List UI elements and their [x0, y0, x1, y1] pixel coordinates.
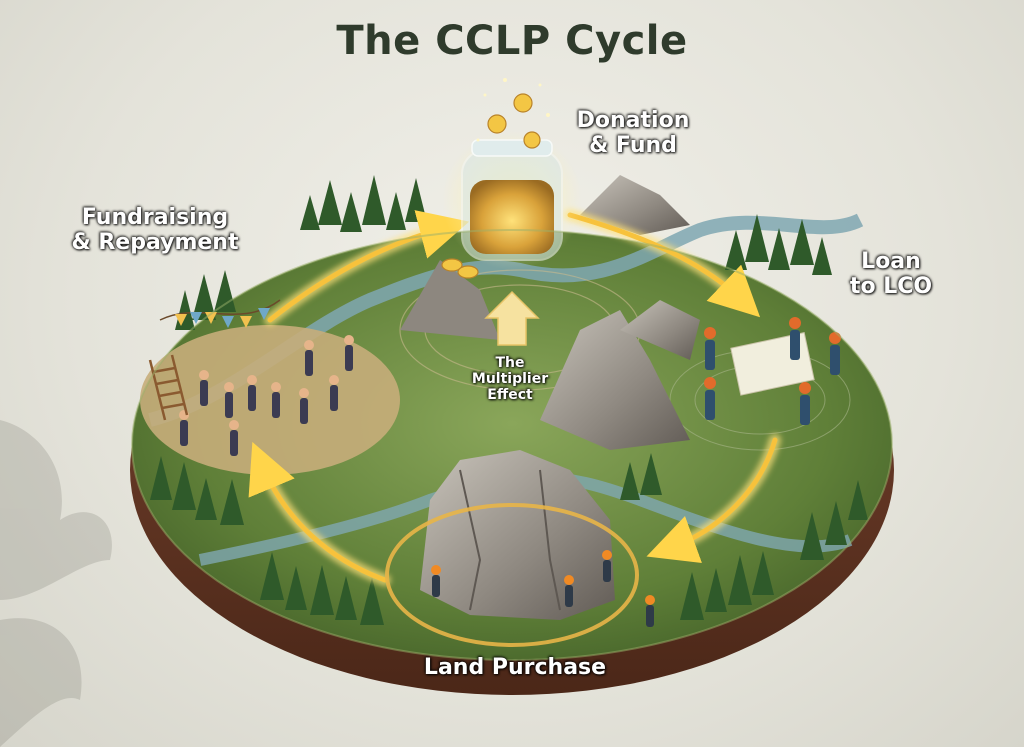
stage-label-donation: Donation & Fund [576, 108, 690, 159]
mountains [400, 175, 700, 450]
multiplier-arrow [484, 290, 540, 346]
community-crowd [148, 299, 354, 456]
stage-label-land: Land Purchase [423, 655, 607, 680]
cycle-arrows [248, 209, 781, 647]
arrow-loan-to-land [646, 437, 778, 564]
center-label-multiplier: The Multiplier Effect [471, 355, 549, 404]
coin-jar [441, 78, 582, 279]
arrow-land-to-fundraising [248, 441, 388, 583]
diagram-title: The CCLP Cycle [336, 18, 688, 64]
plant-shadow [0, 420, 112, 747]
arrow-donation-to-loan [567, 212, 761, 318]
forest [150, 175, 868, 625]
rope-loop [385, 503, 639, 647]
climbers-group [431, 550, 655, 627]
stage-label-fundraising: Fundraising & Repayment [71, 205, 239, 256]
arrow-fundraising-to-donation [267, 210, 470, 323]
hikers-group [704, 317, 841, 425]
stage-label-loan: Loan to LCO [849, 249, 933, 300]
